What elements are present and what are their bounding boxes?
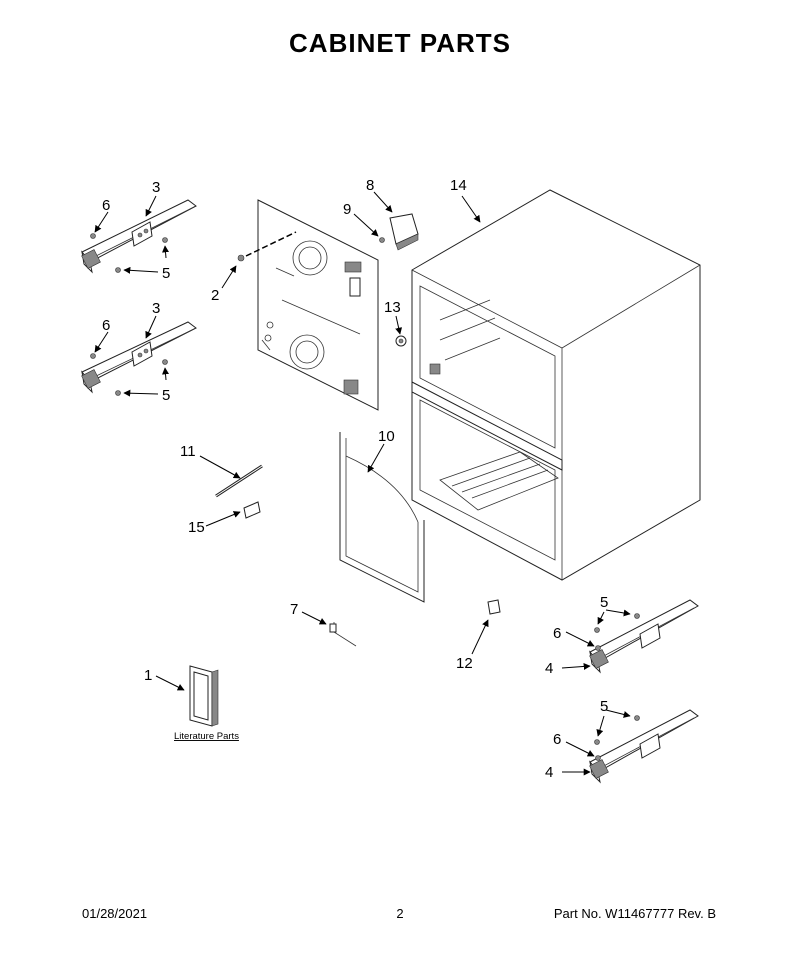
callout-6: 6	[553, 625, 561, 642]
drawer-slide-upper-left-2	[81, 321, 197, 394]
screw-6-lower-2	[595, 755, 601, 761]
callout-2: 2	[211, 287, 219, 304]
callout-1: 1	[144, 667, 152, 684]
screw-5-lower-2a	[594, 739, 600, 745]
screw-9	[379, 237, 385, 243]
callout-5: 5	[162, 387, 170, 404]
page-title: CABINET PARTS	[289, 28, 511, 58]
callout-11: 11	[180, 443, 196, 460]
screw-5-lower-1a	[594, 627, 600, 633]
clip-15	[243, 501, 261, 519]
callout-12: 12	[456, 655, 473, 672]
screw-5-upper-1b	[115, 267, 121, 273]
callout-3: 3	[152, 300, 160, 317]
callout-6: 6	[553, 731, 561, 748]
literature-parts-label: Literature Parts	[174, 731, 239, 742]
screw-6-lower-1	[595, 645, 601, 651]
screw-5-upper-1a	[162, 237, 168, 243]
screw-2	[237, 231, 297, 262]
callout-7: 7	[290, 601, 298, 618]
literature-booklet-1	[189, 665, 219, 727]
drawer-slide-lower-right-2	[589, 709, 699, 784]
screw-5-lower-2b	[634, 715, 640, 721]
screw-6-upper-2	[90, 353, 96, 359]
screw-6-upper-1	[90, 233, 96, 239]
callout-6: 6	[102, 317, 110, 334]
callout-4: 4	[545, 764, 553, 781]
callout-3: 3	[152, 179, 160, 196]
callout-labels: 3 6 5 3 6 5 2 8 9 13 14 10 11 15 7 12 1 …	[102, 177, 608, 781]
callout-4: 4	[545, 660, 553, 677]
frame-10	[339, 432, 425, 603]
cabinet-14	[411, 189, 701, 581]
screw-5-upper-2a	[162, 359, 168, 365]
callout-8: 8	[366, 177, 374, 194]
callout-15: 15	[188, 519, 205, 536]
callout-5: 5	[162, 265, 170, 282]
control-box-8	[389, 213, 419, 251]
callout-14: 14	[450, 177, 467, 194]
callout-13: 13	[384, 299, 401, 316]
drawer-slide-lower-right-1	[589, 599, 699, 674]
screw-5-lower-1b	[634, 613, 640, 619]
grommet-13	[395, 335, 407, 347]
footer-page-number: 2	[396, 906, 404, 921]
clip-12	[487, 599, 501, 615]
footer-date: 01/28/2021	[82, 906, 148, 921]
leader-lines	[94, 191, 631, 776]
callout-5: 5	[600, 594, 608, 611]
callout-9: 9	[343, 201, 351, 218]
drawer-slide-upper-left-1	[81, 199, 197, 274]
wire-7	[329, 622, 357, 647]
rod-11	[215, 464, 263, 498]
rear-evaporator-panel	[257, 199, 379, 411]
callout-6: 6	[102, 197, 110, 214]
footer-part-number: Part No. W11467777 Rev. B	[553, 906, 716, 921]
callout-5: 5	[600, 698, 608, 715]
screw-5-upper-2b	[115, 390, 121, 396]
callout-10: 10	[378, 428, 395, 445]
